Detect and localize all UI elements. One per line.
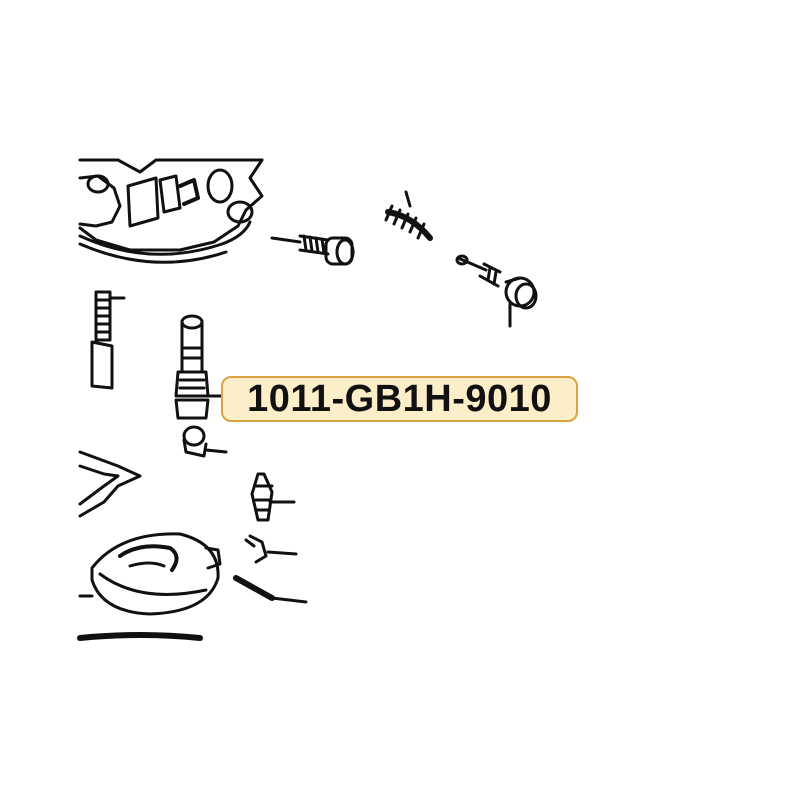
idle-screw-part <box>455 254 538 328</box>
bowl-edge-part <box>77 632 203 641</box>
spring-part <box>384 190 433 241</box>
needle-screw-part <box>270 234 355 266</box>
carburetor-body-part <box>78 158 264 264</box>
float-rod-part <box>233 575 308 604</box>
needle-valve-part <box>250 472 296 522</box>
main-jet-part <box>174 314 228 458</box>
float-part <box>78 532 222 616</box>
part-number-label: 1011-GB1H-9010 <box>221 376 578 422</box>
float-pin-part <box>90 290 126 390</box>
clip-part <box>244 534 298 564</box>
gasket-part <box>78 450 142 518</box>
